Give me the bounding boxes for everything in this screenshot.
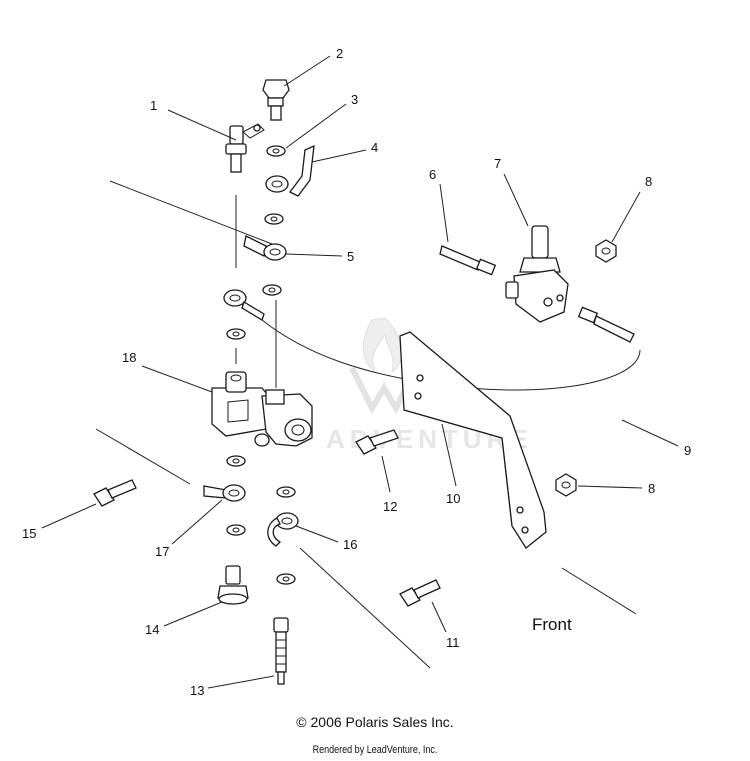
callout-2: 2 bbox=[336, 46, 343, 61]
callouts: 1 2 3 4 5 6 7 8 8 9 10 11 12 13 14 15 16… bbox=[22, 46, 691, 698]
part-13-stud bbox=[273, 617, 289, 685]
part-1-pressure-switch bbox=[225, 123, 265, 173]
part-16-bent-line bbox=[267, 512, 299, 547]
callout-18: 18 bbox=[122, 350, 136, 365]
part-12-bolt bbox=[355, 429, 399, 455]
callout-7: 7 bbox=[494, 156, 501, 171]
part-8-nut-lower bbox=[555, 473, 577, 497]
front-label: Front bbox=[532, 615, 572, 634]
callout-9: 9 bbox=[684, 443, 691, 458]
callout-6: 6 bbox=[429, 167, 436, 182]
callout-10: 10 bbox=[446, 491, 460, 506]
callout-13: 13 bbox=[190, 683, 204, 698]
callout-1: 1 bbox=[150, 98, 157, 113]
rendered-by-text: Rendered by LeadVenture, Inc. bbox=[312, 744, 438, 756]
callout-14: 14 bbox=[145, 622, 159, 637]
part-14-bleeder bbox=[217, 565, 249, 605]
part-8-nut-upper bbox=[595, 239, 617, 263]
part-15-bolt bbox=[93, 479, 137, 507]
banjo-fitting-upper bbox=[223, 289, 265, 321]
callout-3: 3 bbox=[351, 92, 358, 107]
part-6-fitting bbox=[439, 245, 497, 276]
part-9-line-fitting bbox=[577, 306, 635, 343]
callout-16: 16 bbox=[343, 537, 357, 552]
copyright-text: © 2006 Polaris Sales Inc. bbox=[296, 714, 454, 730]
callout-11: 11 bbox=[446, 635, 460, 650]
part-18-valve-body bbox=[211, 371, 313, 447]
part-11-bolt bbox=[399, 579, 441, 607]
callout-5: 5 bbox=[347, 249, 354, 264]
part-4-brake-line bbox=[265, 144, 315, 197]
callout-17: 17 bbox=[155, 544, 169, 559]
callout-8-lower: 8 bbox=[648, 481, 655, 496]
part-17-banjo-fitting bbox=[203, 484, 246, 502]
callout-8-upper: 8 bbox=[645, 174, 652, 189]
washers bbox=[226, 145, 296, 585]
part-7-valve bbox=[505, 225, 569, 323]
callout-leaders bbox=[41, 55, 679, 689]
callout-15: 15 bbox=[22, 526, 36, 541]
part-10-bracket bbox=[399, 331, 547, 549]
callout-12: 12 bbox=[383, 499, 397, 514]
callout-4: 4 bbox=[371, 140, 378, 155]
part-5-banjo-fitting bbox=[243, 235, 287, 261]
part-2-banjo-bolt bbox=[262, 79, 290, 121]
